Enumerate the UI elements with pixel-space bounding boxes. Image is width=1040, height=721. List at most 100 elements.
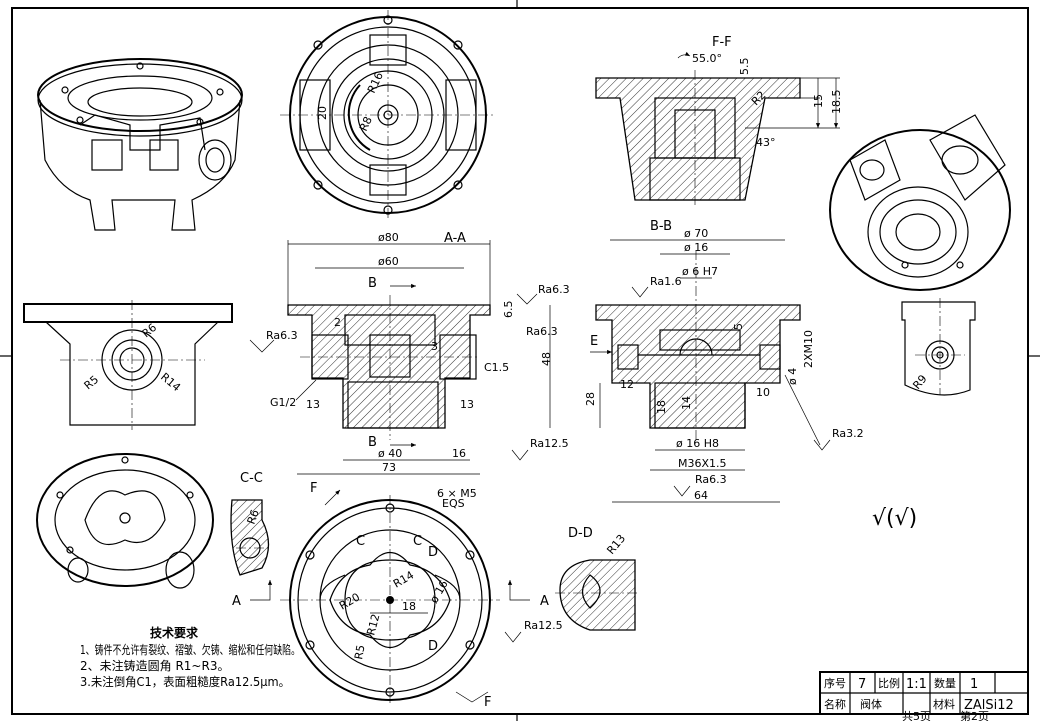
dim-thread-m36: M36X1.5: [678, 457, 727, 470]
title-qty-label: 数量: [934, 677, 956, 690]
right-detail-view: R9: [901, 298, 976, 396]
cut-label-c-left: C: [356, 534, 365, 549]
title-name-label: 名称: [824, 697, 846, 711]
roughness-ra63-right: Ra6.3: [526, 325, 558, 338]
dim-radius-r6-cc: R6: [245, 508, 262, 526]
section-bb: B-B ø 70 ø 16 ø 6 H7 Ra1.6 E 28 12 18 14…: [584, 219, 864, 503]
isometric-view-bottom: [36, 453, 214, 589]
dim-height-48: 48: [540, 352, 553, 366]
roughness-ra125-bottom: Ra12.5: [524, 619, 563, 632]
dim-height-5-5: 5.5: [738, 58, 751, 76]
dim-len-13-right: 13: [460, 398, 474, 411]
title-qty-value: 1: [970, 677, 978, 692]
section-aa: A-A ø80 ø60 B G1/2 13 13 B ø 40 16 73 48…: [249, 231, 570, 475]
cut-label-c-right: C: [413, 534, 422, 549]
top-view: 20 R16 R8: [280, 10, 496, 220]
dim-len-64: 64: [694, 489, 708, 502]
cut-label-b-bottom: B: [368, 435, 377, 450]
dim-height-18-5: 18.5: [830, 90, 843, 115]
section-aa-label: A-A: [444, 231, 466, 246]
title-serial-value: 7: [858, 677, 866, 692]
title-scale-value: 1:1: [906, 677, 927, 692]
dim-height-6-5: 6.5: [502, 301, 515, 319]
section-dd: D-D R13: [555, 526, 640, 631]
dim-thread-2xm10: 2XM10: [802, 330, 815, 368]
title-name-value: 阀体: [860, 697, 882, 711]
dim-radius-r14-bottom: R14: [391, 569, 416, 591]
dim-radius-r6: R6: [140, 321, 160, 340]
dim-len-18: 18: [402, 600, 416, 613]
title-serial-label: 序号: [824, 676, 846, 690]
dim-r2: 2: [334, 316, 341, 329]
section-cc: C-C R6: [230, 471, 270, 576]
dim-radius-r12: R12: [364, 613, 382, 637]
dim-len-13-left: 13: [306, 398, 320, 411]
roughness-ra32: Ra3.2: [832, 427, 864, 440]
dim-radius-r8: R8: [357, 114, 375, 133]
isometric-view-right: [829, 114, 1011, 291]
section-bb-label: B-B: [650, 219, 672, 234]
section-ff: F-F 55.0° 5.5 15 18.5 43° R2: [595, 35, 843, 205]
dim-radius-r14: R14: [158, 370, 183, 394]
bottom-view: F 6 × M5 EQS A A C C D D R14 R20 18 ø 16…: [232, 481, 563, 710]
dim-holes-6xm5: 6 × M5: [437, 487, 477, 500]
cut-label-a-left: A: [232, 594, 241, 609]
roughness-ra63: Ra6.3: [695, 473, 727, 486]
title-material-label: 材料: [933, 697, 955, 711]
dim-12: 12: [620, 378, 634, 391]
dim-14: 14: [680, 396, 693, 410]
dim-radius-r13: R13: [604, 532, 628, 557]
dim-chamfer-c15: C1.5: [484, 361, 509, 374]
dim-dia-16-h8: ø 16 H8: [676, 437, 719, 450]
dim-r3: 3: [431, 340, 438, 353]
cut-label-d-top: D: [428, 545, 438, 560]
roughness-ra63-left: Ra6.3: [266, 329, 298, 342]
dim-radius-r16: R16: [365, 70, 386, 95]
note-line-1: 1、铸件不允许有裂纹、褶皱、欠铸、缩松和任何缺陷。: [80, 642, 300, 657]
title-sheet-number: 第2页: [960, 709, 989, 721]
dim-dia-60: ø60: [378, 255, 399, 268]
roughness-ra63-top: Ra6.3: [538, 283, 570, 296]
dim-angle-55: 55.0°: [692, 52, 722, 65]
cut-label-e: E: [590, 334, 598, 349]
dim-thread-g12: G1/2: [270, 396, 296, 409]
note-line-2: 2、未注铸造圆角 R1~R3。: [80, 658, 229, 673]
dim-angle-43: 43°: [756, 136, 776, 149]
dim-len-73: 73: [382, 461, 396, 474]
dim-10: 10: [756, 386, 770, 399]
dim-dia-6-h7: ø 6 H7: [682, 265, 718, 278]
notes-heading: 技术要求: [150, 625, 199, 640]
title-material-value: ZAlSi12: [964, 698, 1014, 713]
dim-dia-40: ø 40: [378, 447, 402, 460]
general-roughness-symbol: √(√): [872, 506, 917, 531]
section-cc-label: C-C: [240, 471, 263, 486]
cut-label-f-top: F: [310, 481, 317, 496]
section-dd-label: D-D: [568, 526, 593, 541]
title-block: 序号 7 比例 1:1 数量 1 名称 阀体 材料 ZAlSi12 共5页 第2…: [819, 671, 1029, 721]
technical-notes: 技术要求 1、铸件不允许有裂纹、褶皱、欠铸、缩松和任何缺陷。 2、未注铸造圆角 …: [80, 625, 300, 689]
dim-dia-70: ø 70: [684, 227, 708, 240]
dim-radius-r20: R20: [337, 591, 362, 613]
dim-radius-r5: R5: [82, 373, 102, 392]
title-scale-label: 比例: [878, 676, 900, 690]
roughness-ra16: Ra1.6: [650, 275, 682, 288]
side-view: R6 R5 R14: [23, 300, 233, 430]
dim-len-16: 16: [452, 447, 466, 460]
dim-dia-80: ø80: [378, 231, 399, 244]
cut-label-f-bottom: F: [484, 695, 491, 710]
dim-height-28: 28: [584, 392, 597, 406]
title-sheets-total: 共5页: [902, 710, 931, 721]
dim-dia-16: ø 16: [684, 241, 708, 254]
dim-dia-4: ø 4: [786, 368, 799, 385]
dim-radius-r5-bottom: R5: [352, 644, 367, 661]
note-line-3: 3.未注倒角C1，表面粗糙度Ra12.5μm。: [80, 674, 290, 689]
dim-width-20: 20: [316, 106, 329, 120]
cut-label-a-right: A: [540, 594, 549, 609]
isometric-view-top: [37, 58, 243, 231]
dim-height-15: 15: [812, 94, 825, 108]
dim-5: 5: [732, 323, 745, 330]
cut-label-b-top: B: [368, 276, 377, 291]
section-ff-label: F-F: [712, 35, 732, 50]
